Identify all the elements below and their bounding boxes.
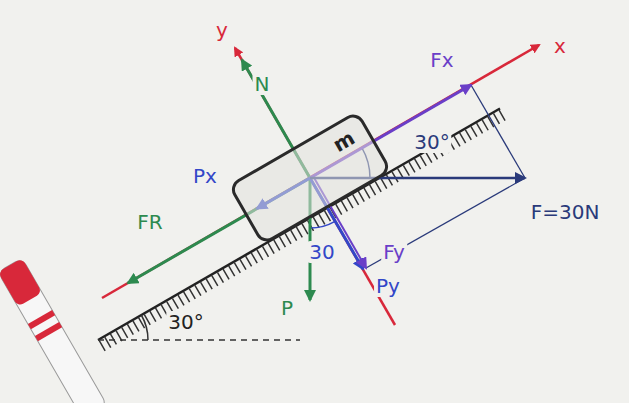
- force-label: Fy: [381, 241, 407, 263]
- force-label: 30°: [412, 131, 451, 153]
- force-label: F=30N: [529, 201, 602, 223]
- incline: [98, 109, 500, 341]
- mass-label: m: [329, 126, 358, 155]
- force-label: P: [279, 297, 295, 319]
- mass-block: m: [228, 110, 393, 246]
- force-label: 30°: [166, 311, 205, 333]
- force-label: Py: [374, 275, 402, 297]
- x-axis: [102, 45, 539, 298]
- force-label: N: [253, 73, 272, 95]
- force-label: 30: [307, 241, 336, 263]
- component-guide: [366, 178, 525, 268]
- marker-pen: [0, 258, 107, 403]
- angle-arc: [310, 221, 335, 228]
- force-label: FR: [135, 211, 164, 233]
- force-label: Px: [191, 165, 219, 187]
- horizontal-reference: [98, 339, 300, 341]
- force-label: y: [214, 19, 230, 41]
- component-guide: [471, 85, 525, 178]
- angle-arc: [141, 315, 148, 340]
- force-label: x: [552, 35, 568, 57]
- force-label: Fx: [428, 49, 455, 71]
